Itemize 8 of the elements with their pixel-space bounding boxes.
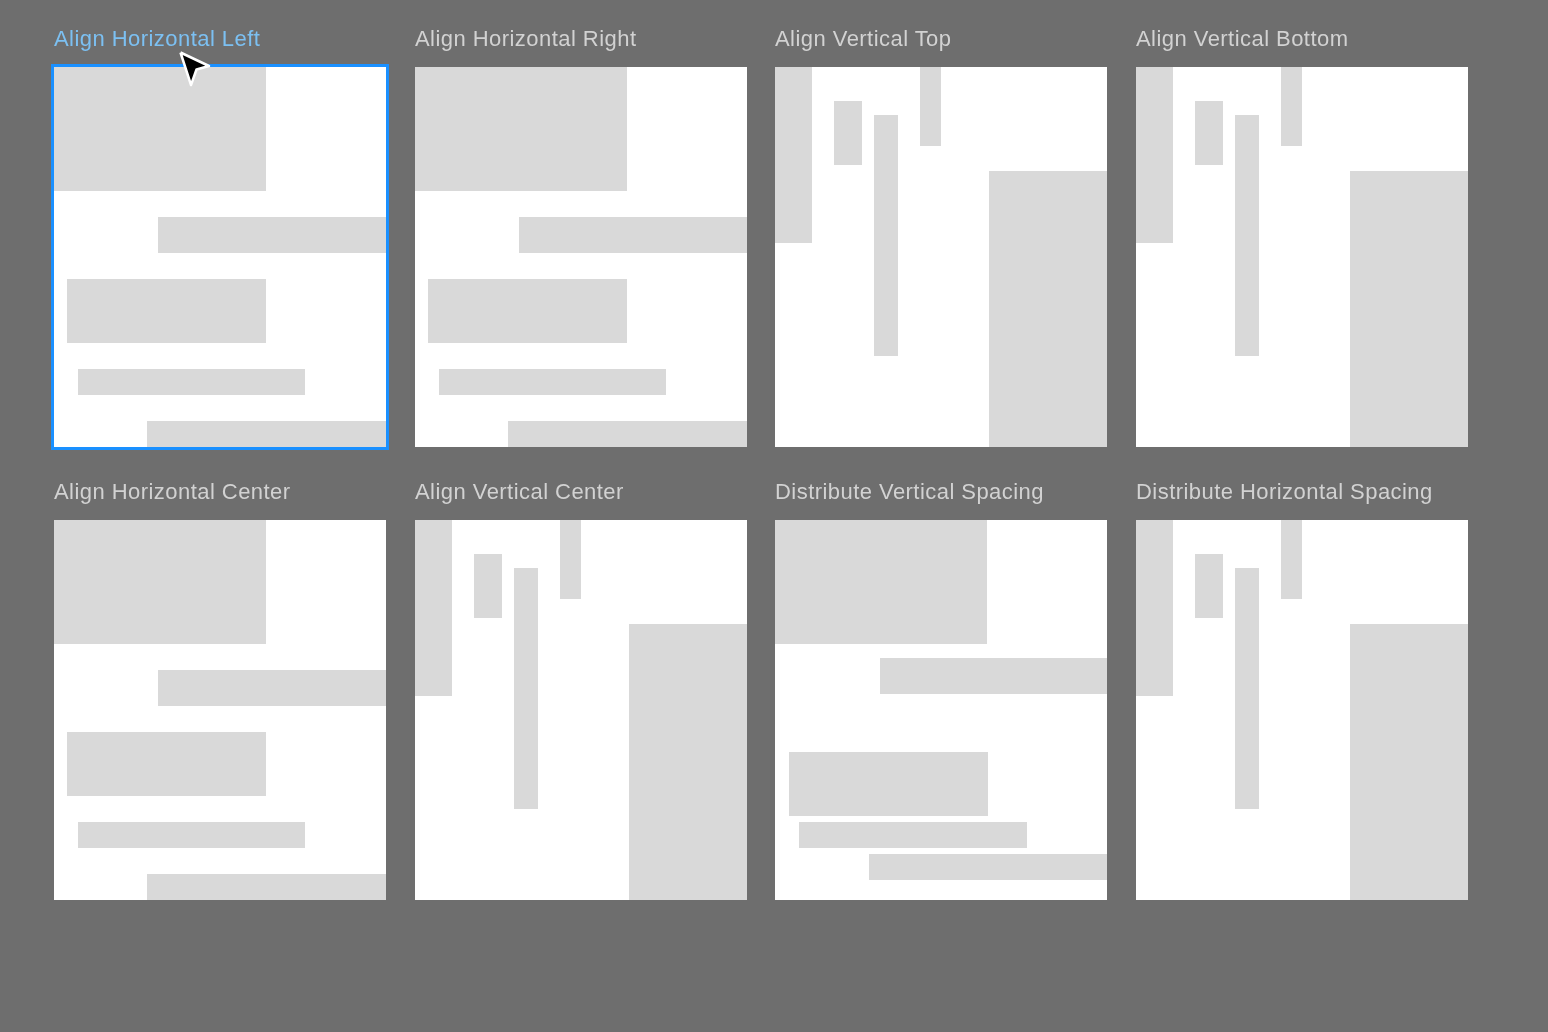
artboard-title: Align Vertical Bottom [1136,27,1349,51]
artboard-title: Align Horizontal Center [54,480,291,504]
artboard-title: Distribute Vertical Spacing [775,480,1044,504]
artboard-title: Align Horizontal Left [54,27,261,51]
artboard-title: Align Vertical Center [415,480,624,504]
artboard-title: Align Vertical Top [775,27,952,51]
artboard-title: Distribute Horizontal Spacing [1136,480,1433,504]
artboard-title: Align Horizontal Right [415,27,637,51]
